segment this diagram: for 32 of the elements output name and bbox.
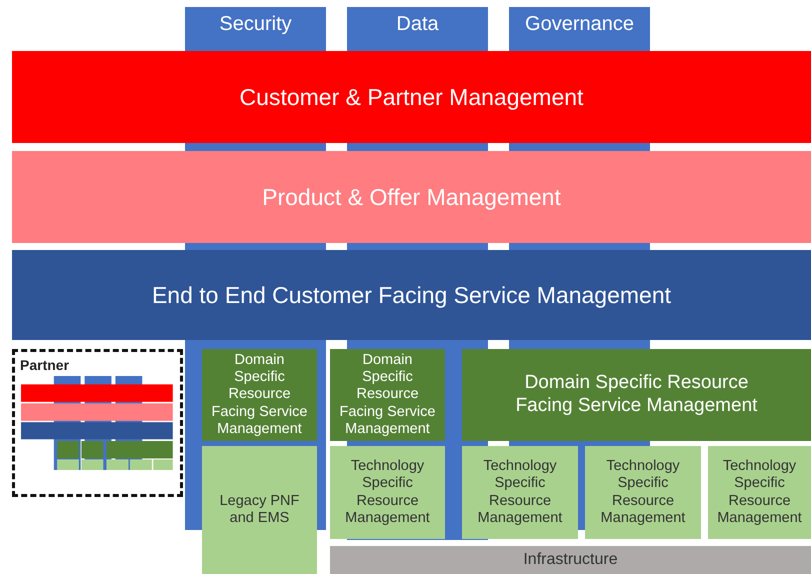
layer-label: Domain Specific Resource Facing Service Management — [514, 372, 758, 418]
layer-band — [12, 250, 811, 340]
layer-label: Infrastructure — [523, 550, 618, 570]
infrastructure-bar — [330, 546, 811, 574]
layer-label: Data — [396, 13, 439, 36]
layer-band — [12, 151, 811, 243]
column-bar — [185, 7, 326, 51]
layer-label: Domain Specific Resource Facing Service Management — [338, 352, 436, 438]
layer-label: Product & Offer Management — [262, 184, 561, 210]
layer-label: Technology Specific Resource Management — [476, 458, 564, 528]
column-bar — [347, 7, 488, 51]
layer-label: Technology Specific Resource Management — [717, 458, 802, 528]
layer-label: Customer & Partner Management — [240, 84, 584, 110]
resource-box — [462, 446, 578, 539]
domain-box — [330, 349, 445, 441]
layer-label: Technology Specific Resource Management — [600, 458, 686, 528]
domain-box — [202, 349, 317, 441]
layer-label: Security — [219, 13, 292, 36]
layer-label: End to End Customer Facing Service Management — [152, 282, 672, 308]
resource-box — [330, 446, 445, 539]
partner-heading: Partner — [19, 356, 70, 374]
layer-label: Governance — [525, 13, 634, 36]
partner-box — [12, 349, 183, 497]
resource-box — [202, 446, 317, 574]
domain-box — [462, 349, 811, 441]
layer-label: Domain Specific Resource Facing Service Management — [210, 352, 308, 438]
column-bar — [509, 7, 650, 51]
resource-box — [708, 446, 811, 539]
layer-label: Technology Specific Resource Management — [344, 458, 431, 528]
layer-band — [12, 51, 811, 143]
resource-box — [585, 446, 701, 539]
layer-label: Legacy PNF and EMS — [218, 492, 300, 528]
